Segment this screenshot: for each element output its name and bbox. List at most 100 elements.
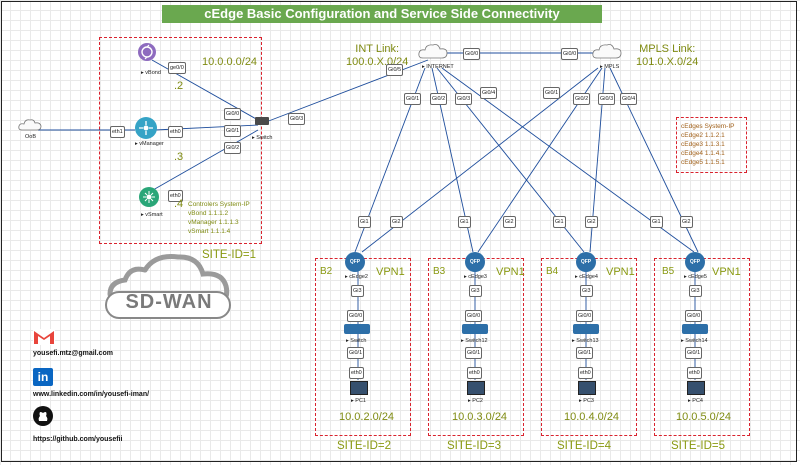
controllers-switch-icon[interactable] (255, 117, 269, 125)
vbond-icon[interactable] (138, 43, 156, 61)
controllers-subnet: 10.0.0.0/24 (202, 56, 258, 68)
linkedin-icon-text: in (37, 370, 49, 384)
port-internet-gi02: Gi0/2 (430, 93, 448, 105)
sdwan-logo: SD-WAN (100, 252, 240, 337)
edge-sysip-row: cEdge4 1.1.4.1 (681, 150, 725, 157)
controllers-site-id: SITE-ID=1 (202, 249, 257, 261)
controllers-sysip-vbond: vBond 1.1.1.2 (188, 210, 229, 217)
port-mpls-gi03: Gi0/3 (598, 93, 616, 105)
site-branch-label: B3 (433, 266, 446, 277)
github-icon[interactable] (33, 406, 53, 426)
linkedin-icon[interactable]: in (33, 368, 53, 386)
linkedin-link[interactable]: www.linkedin.com/in/yousefi-iman/ (33, 391, 150, 398)
pc-icon[interactable] (350, 381, 368, 395)
controllers-sysip-title: Controlers System-IP (188, 201, 250, 208)
site-vpn-label: VPN1 (712, 266, 741, 278)
sdwan-logo-text: SD-WAN (125, 291, 213, 313)
vmanager-label: ▸ vManager (135, 141, 164, 147)
vbond-host: .2 (174, 80, 184, 92)
port-pc2-eth0: eth0 (467, 367, 482, 379)
edge-sysip-list: cEdges System-IP cEdge2 1.1.2.1 cEdge3 1… (681, 122, 734, 167)
site-vpn-label: VPN1 (496, 266, 525, 278)
int-link-title: INT Link: (355, 43, 400, 55)
mpls-cloud-icon[interactable] (592, 42, 622, 65)
cedge-label: ▸ cEdge4 (575, 274, 598, 280)
site-zone-b5 (654, 258, 750, 436)
vmanager-icon[interactable] (135, 117, 157, 139)
site-id-label: SITE-ID=5 (671, 440, 726, 452)
site-switch-icon[interactable] (573, 324, 599, 334)
controllers-switch-label: ▸ Switch (252, 135, 273, 141)
port-mpls-gi02: Gi0/2 (573, 93, 591, 105)
port-switch-gi00: Gi0/0 (224, 108, 242, 120)
port-switch-gi01: Gi0/1 (224, 125, 242, 137)
port-cedge4-gi3: Gi3 (580, 285, 593, 297)
edge-sysip-row: cEdge2 1.1.2.1 (681, 132, 725, 139)
cedge-router-icon[interactable]: QFP (685, 252, 705, 272)
edge-sysip-row: cEdge5 1.1.5.1 (681, 159, 725, 166)
port-pc4-eth0: eth0 (687, 367, 702, 379)
port-cedge3-gi1: Gi1 (458, 216, 471, 228)
cedge-router-icon[interactable]: QFP (465, 252, 485, 272)
edge-sysip-box (676, 117, 747, 173)
oob-label: OoB (25, 134, 37, 140)
vmanager-host: .3 (174, 151, 184, 163)
cedge-router-icon[interactable]: QFP (345, 252, 365, 272)
site-id-label: SITE-ID=4 (557, 440, 612, 452)
github-link[interactable]: https://github.com/yousefii (33, 436, 123, 443)
port-cedge3-gi3: Gi3 (469, 285, 482, 297)
pc-label: ▸ PC2 (468, 398, 483, 404)
site-vpn-label: VPN1 (376, 266, 405, 278)
site-subnet: 10.0.2.0/24 (339, 411, 395, 423)
port-site2-switch-gi01: Gi0/1 (347, 347, 365, 359)
qfp-label: QFP (349, 259, 361, 265)
pc-icon[interactable] (578, 381, 596, 395)
cedge-router-icon[interactable]: QFP (576, 252, 596, 272)
port-internet-gi00: Gi0/0 (463, 48, 481, 60)
site-switch-label: ▸ Switch13 (572, 338, 599, 344)
vsmart-label: ▸ vSmart (141, 212, 163, 218)
port-cedge3-gi2: Gi2 (503, 216, 516, 228)
site-switch-label: ▸ Switch14 (681, 338, 708, 344)
port-pc1-eth0: eth0 (349, 367, 364, 379)
email-link[interactable]: yousefi.mtz@gmail.com (33, 350, 113, 357)
mpls-link-title: MPLS Link: (639, 43, 696, 55)
link-vsmart-switch (152, 129, 259, 191)
site-switch-label: ▸ Switch12 (461, 338, 488, 344)
port-site3-switch-gi01: Gi0/1 (465, 347, 483, 359)
port-cedge5-gi3: Gi3 (689, 285, 702, 297)
port-vmanager-eth0: eth0 (168, 126, 183, 138)
internet-cloud-icon[interactable] (418, 42, 448, 65)
port-cedge5-gi2: Gi2 (680, 216, 693, 228)
port-mpls-gi01: Gi0/1 (543, 87, 561, 99)
site-id-label: SITE-ID=3 (447, 440, 502, 452)
site-branch-label: B5 (662, 266, 675, 277)
port-vsmart-eth0: eth0 (168, 190, 183, 202)
site-switch-icon[interactable] (344, 324, 370, 334)
qfp-label: QFP (580, 259, 592, 265)
pc-icon[interactable] (467, 381, 485, 395)
site-vpn-label: VPN1 (606, 266, 635, 278)
port-switch-gi02: Gi0/2 (224, 142, 242, 154)
edge-sysip-title: cEdges System-IP (681, 123, 735, 130)
port-cedge4-gi1: Gi1 (553, 216, 566, 228)
site-branch-label: B4 (546, 266, 559, 277)
port-cedge2-gi3: Gi3 (351, 285, 364, 297)
port-cedge2-gi2: Gi2 (390, 216, 403, 228)
controllers-sysip: Controlers System-IP vBond 1.1.1.2 vMana… (188, 200, 250, 236)
vbond-label: ▸ vBond (141, 70, 161, 76)
site-switch-icon[interactable] (682, 324, 708, 334)
gmail-icon[interactable] (33, 329, 55, 345)
site-subnet: 10.0.4.0/24 (564, 411, 620, 423)
mpls-label: ▸ MPLS (600, 64, 620, 70)
qfp-label: QFP (469, 259, 481, 265)
site-id-label: SITE-ID=2 (337, 440, 392, 452)
pc-label: ▸ PC1 (351, 398, 366, 404)
pc-icon[interactable] (687, 381, 705, 395)
edge-sysip-row: cEdge3 1.1.3.1 (681, 141, 725, 148)
vsmart-icon[interactable] (139, 187, 159, 207)
site-switch-icon[interactable] (462, 324, 488, 334)
mpls-link-subnet: 101.0.X.0/24 (636, 56, 699, 68)
oob-cloud-icon (18, 118, 42, 137)
